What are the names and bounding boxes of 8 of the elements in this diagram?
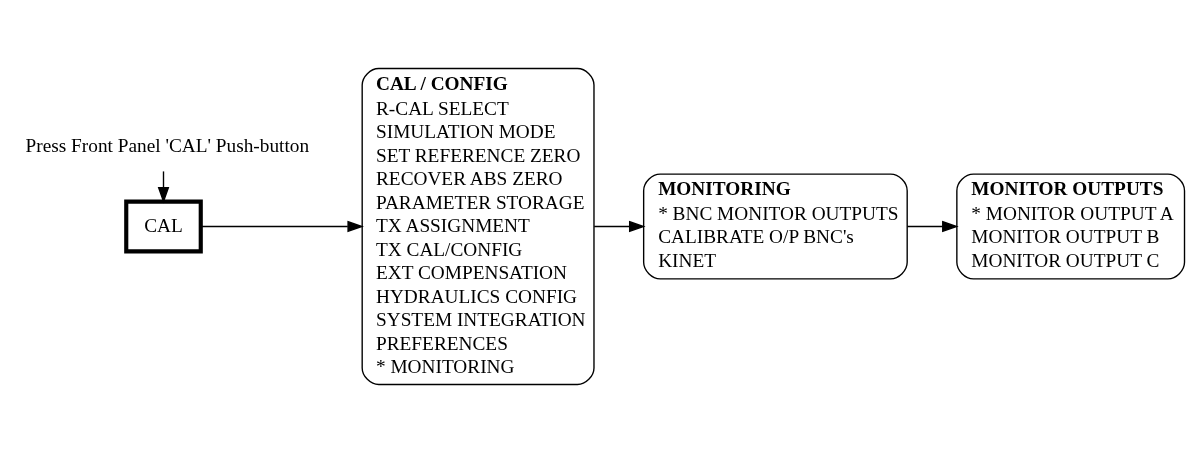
node-box: MONITORING * BNC MONITOR OUTPUTS CALIBRATE O/P BNC's KINET: [642, 173, 908, 280]
node-box: CAL / CONFIG R-CAL SELECT SIMULATION MODE SET REFERENCE ZERO RECOVER ABS ZERO PARAMETER STORAGE TX ASSIGNMENT TX CAL/CONFIG EXT COMPENSATION HYDRAULICS CONFIG SYSTEM INTEGRATION PREFERENCES * MONITORING: [361, 67, 595, 386]
node-text: Press Front Panel 'CAL' Push-button: [25, 134, 310, 156]
arrow: [906, 220, 959, 233]
node-box: MONITOR OUTPUTS * MONITOR OUTPUT A MONITOR OUTPUT B MONITOR OUTPUT C: [956, 173, 1186, 280]
node-box: CAL: [124, 199, 203, 254]
arrow: [593, 220, 646, 233]
arrow: [200, 220, 364, 233]
